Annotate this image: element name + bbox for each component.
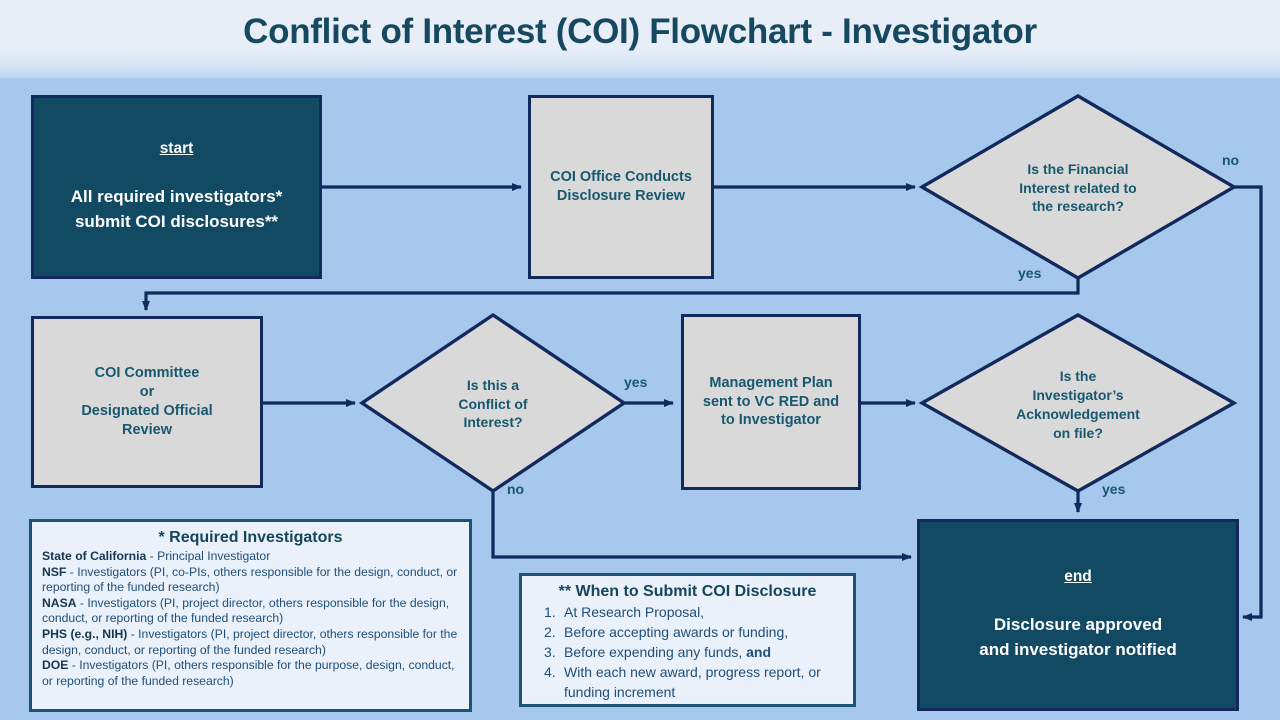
list-item-text: With each new award, progress report, or… xyxy=(564,663,821,700)
coi-committee-line-1: COI Committee xyxy=(94,365,200,382)
header-bar: Conflict of Interest (COI) Flowchart - I… xyxy=(0,0,1280,78)
end-body-line-1: Disclosure approved xyxy=(993,615,1163,635)
list-item-text: At Research Proposal, xyxy=(564,604,705,620)
node-coi-office[interactable]: COI Office Conducts Disclosure Review xyxy=(528,95,714,279)
legend-entry-text: - Investigators (PI, others responsible … xyxy=(42,658,455,688)
list-item-number: 4. xyxy=(544,663,556,680)
coi-office-line-1: COI Office Conducts xyxy=(550,169,692,186)
start-body-line-2: submit COI disclosures** xyxy=(74,212,279,232)
list-item-text-bold: and xyxy=(746,643,772,660)
list-item-number: 2. xyxy=(544,623,556,640)
list-item-number: 1. xyxy=(544,604,556,620)
legend-entry: State of California - Principal Investig… xyxy=(36,549,465,565)
end-body-line-2: and investigator notified xyxy=(979,640,1177,660)
page-title: Conflict of Interest (COI) Flowchart - I… xyxy=(243,12,1037,51)
legend-entry-agency: NASA xyxy=(42,595,77,610)
coi-committee-line-3: Designated Official xyxy=(81,403,213,419)
node-start[interactable]: start All required investigators* submit… xyxy=(31,95,322,279)
decision-ack-shape xyxy=(918,313,1238,493)
legend-entry: NSF - Investigators (PI, co-PIs, others … xyxy=(36,565,465,596)
node-management-plan[interactable]: Management Plan sent to VC RED and to In… xyxy=(681,314,861,490)
edge-conflict-no-to-end xyxy=(491,491,912,561)
edge-label-conflict-yes: yes xyxy=(624,374,648,390)
legend-investigators-entries: State of California - Principal Investig… xyxy=(36,549,465,689)
management-plan-line-2: sent to VC RED and xyxy=(702,393,840,410)
node-end[interactable]: end Disclosure approved and investigator… xyxy=(917,519,1239,711)
decision-financial-shape xyxy=(918,94,1238,280)
list-item-text: Before expending any funds, and xyxy=(564,643,849,663)
legend-entry-agency: PHS (e.g., NIH) xyxy=(42,627,128,642)
list-item-text-main: Before expending any funds, xyxy=(564,643,747,660)
legend-entry-text: - Principal Investigator xyxy=(146,549,271,563)
legend-when-title: ** When to Submit COI Disclosure xyxy=(558,583,817,600)
start-keyword: start xyxy=(159,140,194,158)
end-keyword: end xyxy=(1064,568,1092,586)
coi-committee-line-4: Review xyxy=(122,421,172,438)
list-item: 3. Before expending any funds, and xyxy=(526,643,849,663)
list-item: 1. At Research Proposal, xyxy=(526,603,849,623)
legend-entry-agency: NSF xyxy=(42,564,67,579)
legend-investigators-title: * Required Investigators xyxy=(158,529,343,546)
start-body-line-1: All required investigators* xyxy=(70,187,283,207)
legend-entry: DOE - Investigators (PI, others responsi… xyxy=(36,658,465,689)
coi-committee-line-2: or xyxy=(139,384,155,401)
edge-label-ack-yes: yes xyxy=(1102,481,1126,497)
list-item-number: 3. xyxy=(544,643,556,660)
legend-entry-text: - Investigators (PI, co-PIs, others resp… xyxy=(42,564,458,595)
legend-entry-agency: State of California xyxy=(42,549,147,563)
list-item-text: Before accepting awards or funding, xyxy=(564,623,789,640)
legend-required-investigators: * Required Investigators State of Califo… xyxy=(29,519,472,712)
edge-label-conflict-no: no xyxy=(507,481,525,497)
legend-entry-text: - Investigators (PI, project director, o… xyxy=(42,627,458,657)
legend-entry-agency: DOE xyxy=(42,658,69,673)
legend-entry-text: - Investigators (PI, project director, o… xyxy=(42,595,450,626)
legend-when-items: 1. At Research Proposal, 2. Before accep… xyxy=(526,603,849,702)
management-plan-line-3: to Investigator xyxy=(721,412,821,429)
legend-entry: PHS (e.g., NIH) - Investigators (PI, pro… xyxy=(36,627,465,658)
node-coi-committee[interactable]: COI Committee or Designated Official Rev… xyxy=(31,316,263,488)
legend-when-to-submit: ** When to Submit COI Disclosure 1. At R… xyxy=(519,573,856,707)
list-item: 4. With each new award, progress report,… xyxy=(526,663,849,703)
decision-conflict-shape xyxy=(358,312,628,494)
legend-entry: NASA - Investigators (PI, project direct… xyxy=(36,596,465,627)
edge-financial-no-to-end xyxy=(1234,185,1263,621)
edge-financial-yes-to-committee xyxy=(142,278,1080,311)
edge-label-financial-yes: yes xyxy=(1018,265,1042,281)
edge-label-financial-no: no xyxy=(1222,152,1240,168)
list-item: 2. Before accepting awards or funding, xyxy=(526,623,849,643)
management-plan-line-1: Management Plan xyxy=(709,374,833,391)
coi-office-line-2: Disclosure Review xyxy=(556,188,686,204)
